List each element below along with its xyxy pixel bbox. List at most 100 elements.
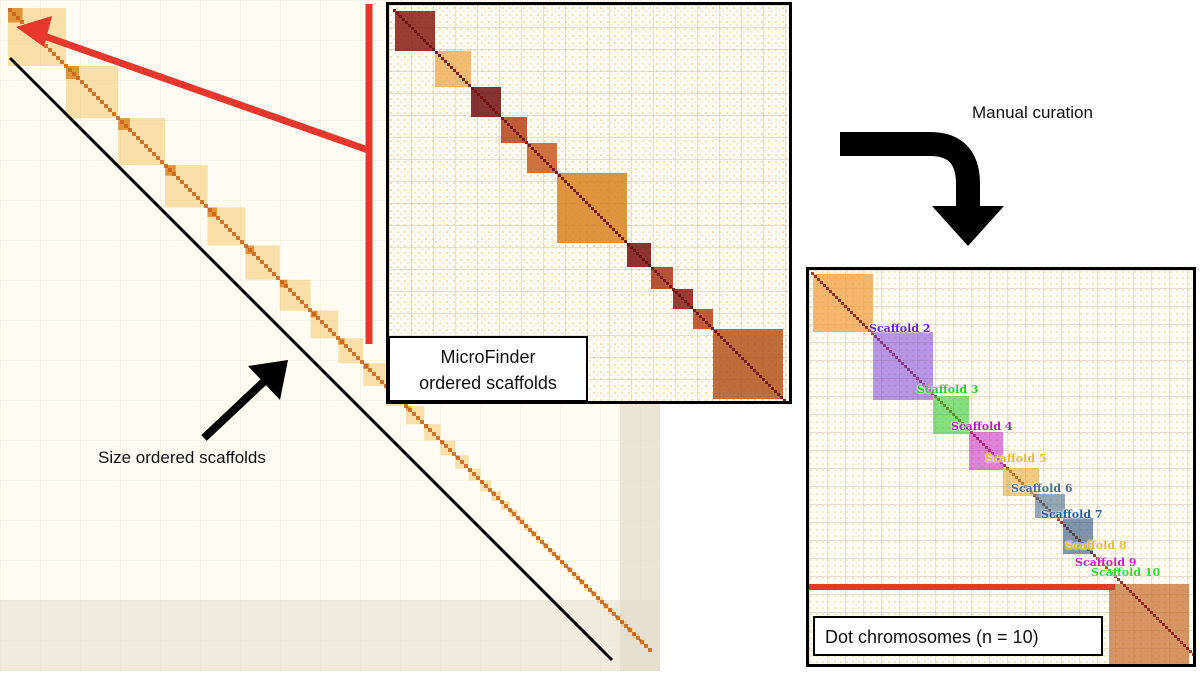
hic-diag-pixel — [204, 204, 208, 208]
hic-diag-pixel — [1138, 599, 1141, 602]
curved-arrow-icon — [840, 132, 1004, 246]
hic-diag-pixel — [252, 252, 256, 256]
hic-diag-pixel — [645, 261, 648, 264]
microfinder-label-line2: ordered scaffolds — [419, 373, 557, 393]
hic-diag-pixel — [356, 356, 360, 360]
hic-diag-pixel — [360, 360, 364, 364]
hic-diag-pixel — [404, 404, 408, 408]
hic-diag-pixel — [132, 132, 136, 136]
hic-diag-pixel — [606, 222, 609, 225]
hic-diag-pixel — [48, 48, 52, 52]
hic-diag-pixel — [750, 366, 753, 369]
hic-diag-pixel — [465, 81, 468, 84]
hic-diag-pixel — [344, 344, 348, 348]
hic-diag-pixel — [580, 580, 584, 584]
hic-diag-pixel — [402, 18, 405, 21]
hic-diag-pixel — [508, 508, 512, 512]
hic-diag-pixel — [176, 176, 180, 180]
hic-diag-pixel — [591, 207, 594, 210]
hic-diag-pixel — [464, 464, 468, 468]
hic-diag-pixel — [639, 255, 642, 258]
hic-diag-pixel — [624, 624, 628, 628]
curated-hic-svg — [809, 270, 1193, 664]
hic-diag-pixel — [453, 69, 456, 72]
hic-diag-pixel — [1189, 650, 1192, 653]
hic-diag-pixel — [396, 12, 399, 15]
scaffold-6-box — [1035, 494, 1065, 518]
hic-diag-pixel — [196, 196, 200, 200]
hic-diag-pixel — [492, 108, 495, 111]
hic-diag-pixel — [260, 260, 264, 264]
hic-diag-pixel — [435, 51, 438, 54]
hic-diag-pixel — [594, 210, 597, 213]
hic-diag-pixel — [1117, 578, 1120, 581]
manual-curation-label: Manual curation — [972, 103, 1093, 122]
hic-diag-pixel — [702, 318, 705, 321]
hic-diag-pixel — [618, 234, 621, 237]
hic-diag-pixel — [548, 548, 552, 552]
hic-diag-pixel — [304, 304, 308, 308]
hic-diag-pixel — [450, 66, 453, 69]
hic-diag-pixel — [124, 124, 128, 128]
hic-diag-pixel — [711, 327, 714, 330]
hic-diag-pixel — [726, 342, 729, 345]
red-arrowhead — [16, 16, 52, 47]
hic-diag-pixel — [276, 276, 280, 280]
hic-diag-pixel — [498, 114, 501, 117]
hic-diag-pixel — [588, 588, 592, 592]
hic-diag-pixel — [663, 279, 666, 282]
hic-diag-pixel — [871, 332, 874, 335]
hic-diag-pixel — [428, 428, 432, 432]
hic-diag-pixel — [666, 282, 669, 285]
hic-diag-pixel — [823, 284, 826, 287]
hic-diag-pixel — [699, 315, 702, 318]
hic-diag-pixel — [426, 42, 429, 45]
hic-diag-pixel — [128, 128, 132, 132]
hic-diag-pixel — [1186, 647, 1189, 650]
hic-diag-pixel — [811, 272, 814, 275]
hic-diag-pixel — [579, 195, 582, 198]
hic-diag-pixel — [1174, 635, 1177, 638]
hic-diag-pixel — [642, 258, 645, 261]
hic-diag-pixel — [564, 180, 567, 183]
hic-diag-pixel — [627, 243, 630, 246]
hic-diag-pixel — [16, 16, 20, 20]
hic-diag-pixel — [1180, 641, 1183, 644]
hic-diag-pixel — [522, 138, 525, 141]
hic-diag-pixel — [296, 296, 300, 300]
hic-diag-pixel — [436, 436, 440, 440]
hic-diag-pixel — [180, 180, 184, 184]
hic-diag-pixel — [64, 64, 68, 68]
hic-diag-pixel — [12, 12, 16, 16]
hic-diag-pixel — [1057, 518, 1060, 521]
hic-diag-pixel — [228, 228, 232, 232]
hic-diag-pixel — [636, 636, 640, 640]
hic-diag-pixel — [512, 512, 516, 516]
hic-diag-pixel — [477, 93, 480, 96]
hic-diag-pixel — [678, 294, 681, 297]
scaffold-label-8: Scaffold 8 — [1065, 539, 1127, 552]
hic-diag-pixel — [486, 102, 489, 105]
hic-diag-pixel — [412, 412, 416, 416]
scaffold-3-box — [933, 396, 969, 434]
hic-diag-pixel — [640, 640, 644, 644]
hic-diag-pixel — [414, 30, 417, 33]
hic-diag-pixel — [480, 96, 483, 99]
hic-diag-pixel — [604, 604, 608, 608]
hic-diag-pixel — [681, 297, 684, 300]
hic-diag-pixel — [1156, 617, 1159, 620]
hic-diag-pixel — [838, 299, 841, 302]
hic-diag-pixel — [20, 20, 24, 24]
hic-diag-pixel — [495, 111, 498, 114]
hic-diag-pixel — [714, 330, 717, 333]
hic-diag-pixel — [312, 312, 316, 316]
hic-diag-pixel — [531, 147, 534, 150]
hic-diag-pixel — [780, 396, 783, 399]
hic-diag-pixel — [168, 168, 172, 172]
hic-diag-pixel — [747, 363, 750, 366]
hic-diag-pixel — [1147, 608, 1150, 611]
hic-diag-pixel — [447, 63, 450, 66]
hic-diag-pixel — [628, 628, 632, 632]
hic-diag-pixel — [60, 60, 64, 64]
hic-diag-pixel — [820, 281, 823, 284]
